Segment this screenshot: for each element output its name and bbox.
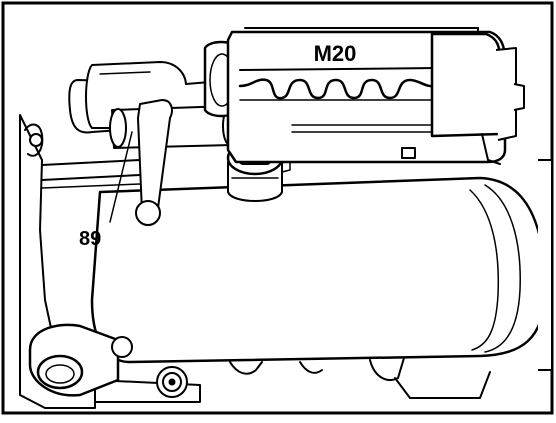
component-label: M20 xyxy=(314,41,357,66)
module-m20: M20 xyxy=(203,27,525,165)
callout-89: 89 xyxy=(79,131,133,250)
mounting-bracket xyxy=(28,323,133,397)
intake-manifold xyxy=(19,114,553,409)
throttle-linkage xyxy=(68,61,238,226)
callout-label: 89 xyxy=(79,228,101,250)
bolt xyxy=(156,366,188,398)
